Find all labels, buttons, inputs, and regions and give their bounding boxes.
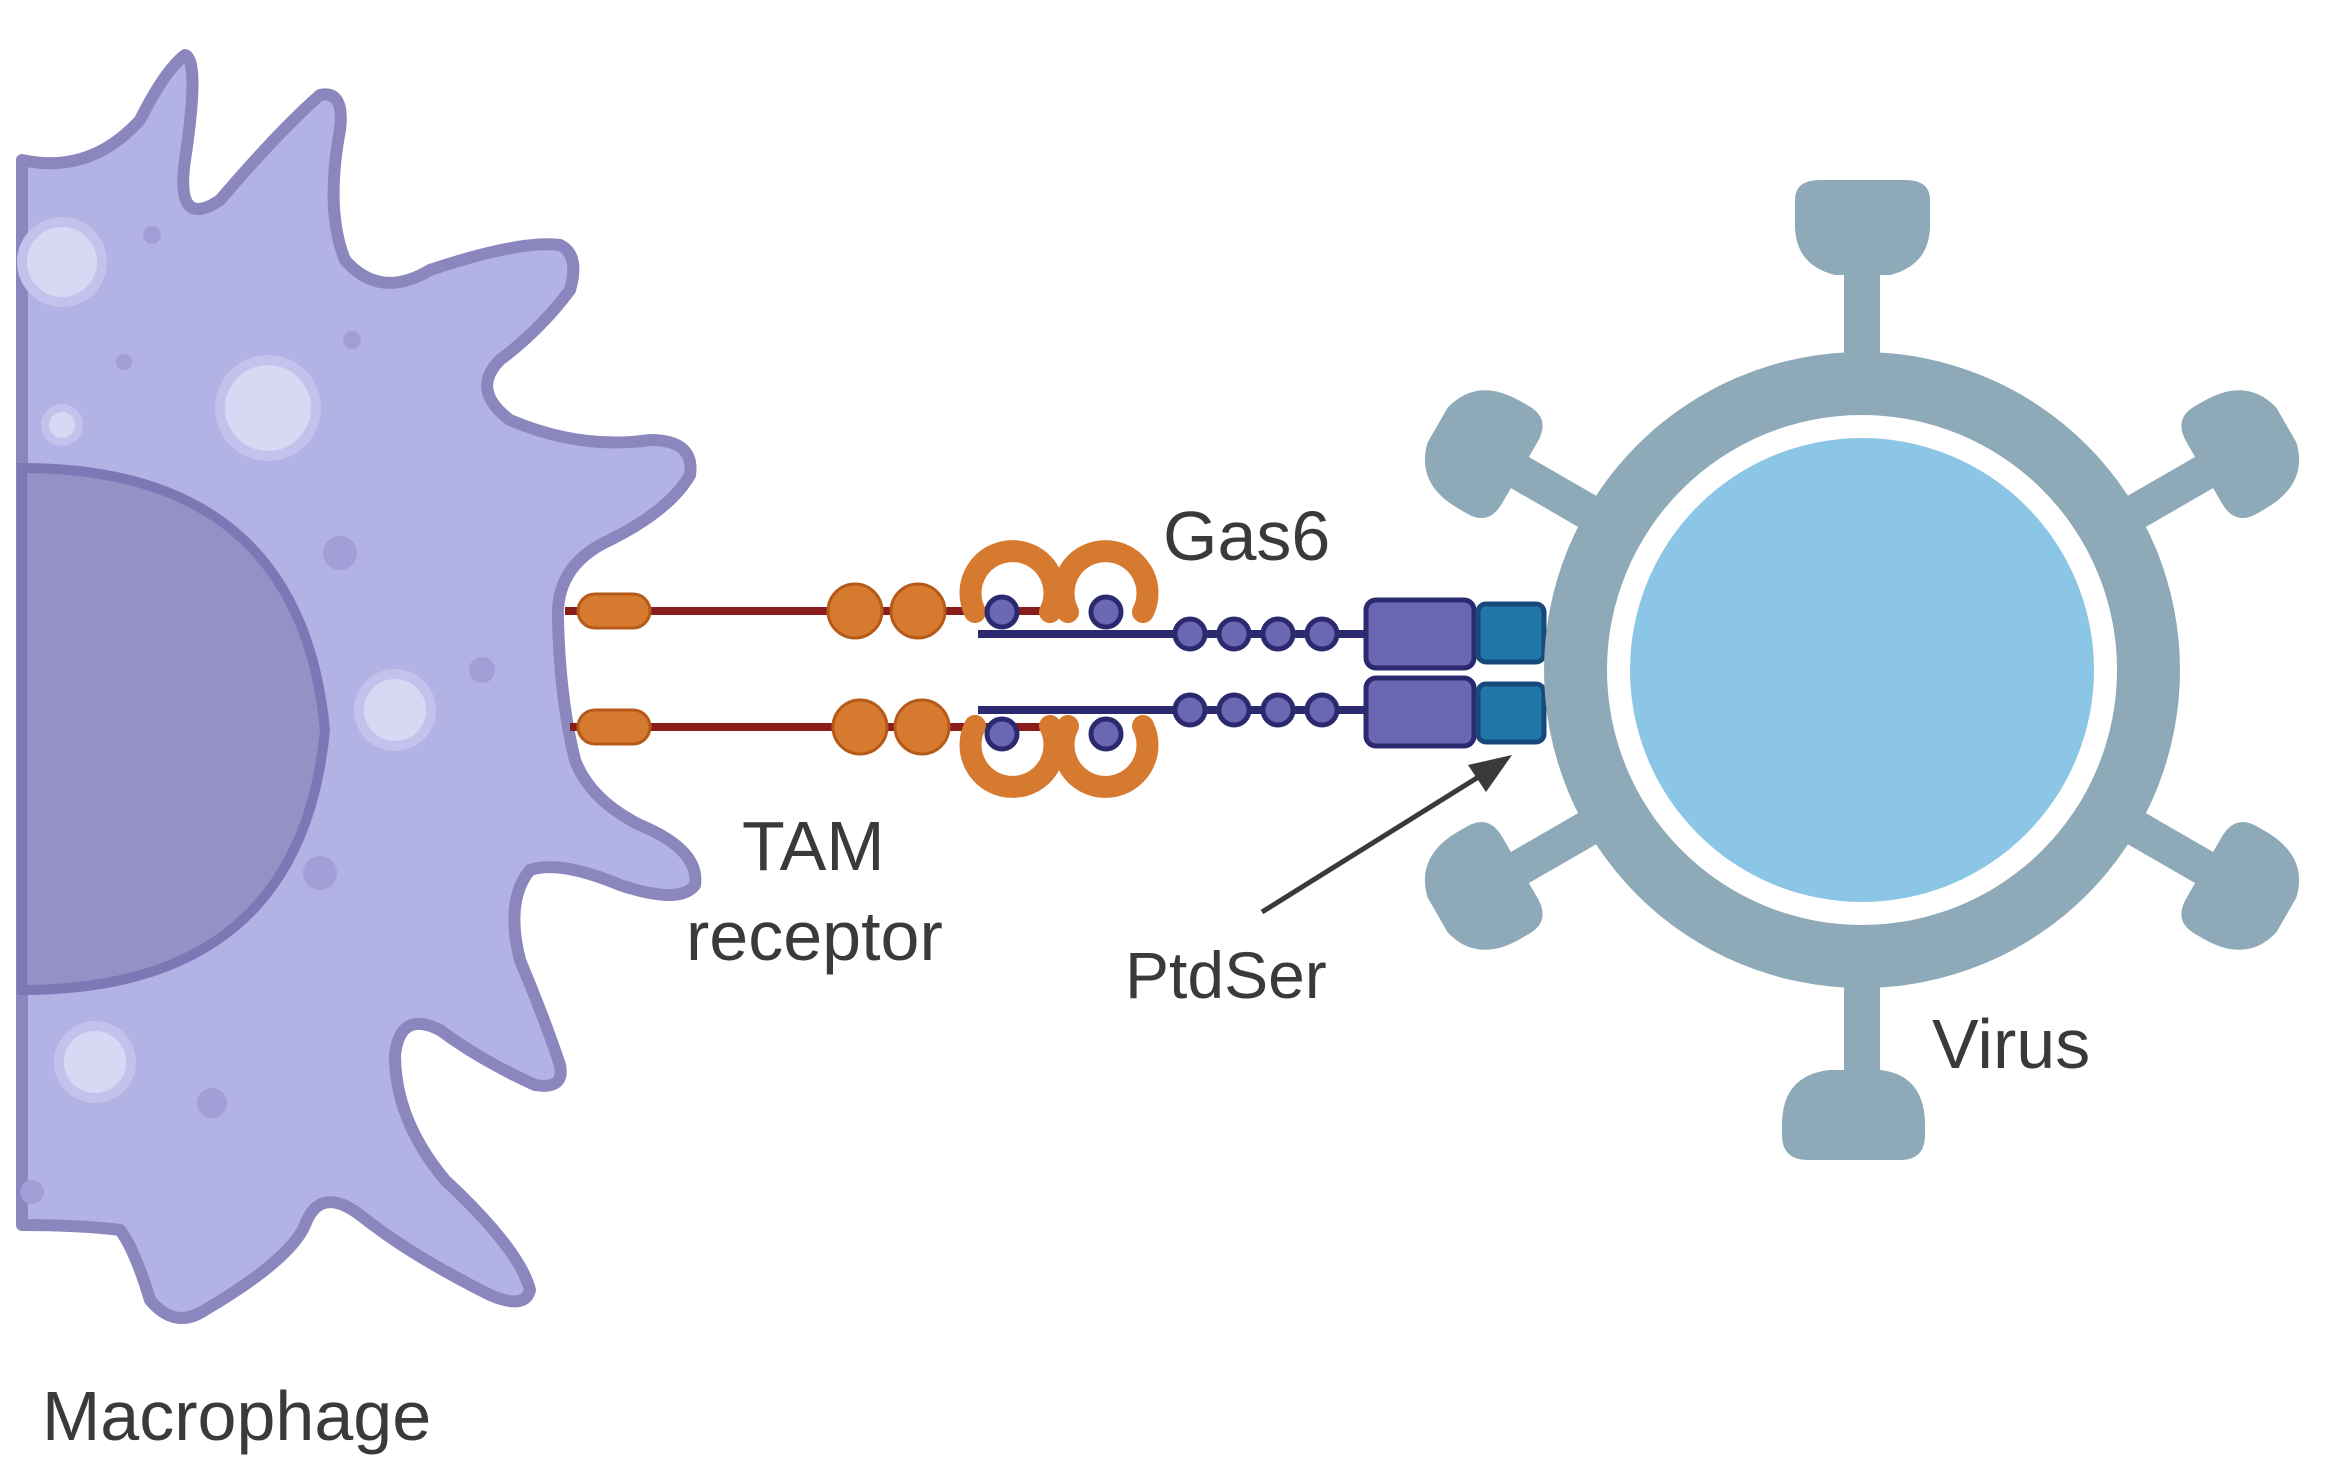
virus-core [1630,438,2094,902]
virus-particle [1424,180,2300,1160]
tam-label-line1: TAM [742,807,885,885]
macrophage-label: Macrophage [42,1377,431,1455]
macrophage-cell [16,49,702,1324]
tam-label-line2: receptor [686,897,943,975]
ptdser-molecules [1475,601,1547,745]
virus-label: Virus [1932,1005,2090,1083]
gas6-label: Gas6 [1163,497,1330,575]
macrophage-body [16,49,702,1324]
virus-spikes [1782,180,1930,1160]
gas6-upper [978,594,1477,671]
gas6-lower [978,675,1477,752]
macrophage-nucleus [17,462,331,996]
tam-receptor-lower [570,698,1159,798]
macrophage-vesicles [17,217,495,1204]
tam-receptor-upper [565,540,1159,640]
ptdser-label: PtdSer [1125,938,1327,1012]
ptdser-arrow [1260,755,1512,915]
